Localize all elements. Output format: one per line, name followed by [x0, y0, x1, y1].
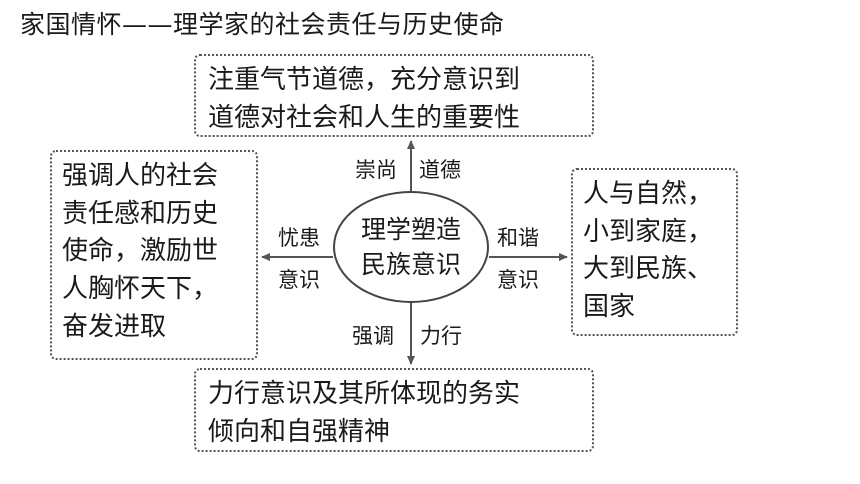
right-box-line: 大到民族、 — [583, 254, 714, 285]
arrow-label-right-bottom: 意识 — [497, 268, 539, 292]
right-box-line: 国家 — [583, 292, 636, 323]
top-box-line: 道德对社会和人生的重要性 — [208, 102, 521, 133]
right-box-line: 小到家庭， — [583, 216, 714, 247]
top-box: 注重气节道德，充分意识到 道德对社会和人生的重要性 — [194, 54, 594, 137]
arrow-label-up-left: 崇尚 — [355, 158, 397, 182]
left-box-line: 人胸怀天下， — [62, 274, 219, 305]
arrow-label-down-left: 强调 — [352, 324, 394, 348]
left-box: 强调人的社会 责任感和历史 使命，激励世 人胸怀天下， 奋发进取 — [50, 150, 258, 360]
left-box-line: 使命，激励世 — [62, 236, 219, 267]
arrow-label-down-right: 力行 — [420, 324, 462, 348]
center-text-line: 民族意识 — [360, 250, 461, 279]
bottom-box: 力行意识及其所体现的务实 倾向和自强精神 — [194, 368, 594, 452]
page-title: 家国情怀——理学家的社会责任与历史使命 — [20, 10, 505, 39]
arrow-label-left-bottom: 意识 — [278, 268, 320, 292]
top-box-line: 注重气节道德，充分意识到 — [208, 65, 521, 95]
arrow-label-right-top: 和谐 — [497, 226, 539, 250]
right-box-line: 人与自然， — [583, 179, 714, 209]
right-box: 人与自然， 小到家庭， 大到民族、 国家 — [571, 168, 738, 336]
center-text-line: 理学塑造 — [360, 215, 461, 244]
bottom-box-line: 力行意识及其所体现的务实 — [208, 379, 521, 409]
left-box-line: 强调人的社会 — [62, 161, 219, 191]
center-ellipse: 理学塑造 民族意识 — [333, 191, 489, 303]
left-box-line: 责任感和历史 — [62, 198, 219, 229]
left-box-line: 奋发进取 — [62, 311, 167, 342]
arrow-label-up-right: 道德 — [419, 158, 461, 182]
arrow-label-left-top: 忧患 — [278, 226, 320, 250]
bottom-box-line: 倾向和自强精神 — [208, 416, 391, 447]
